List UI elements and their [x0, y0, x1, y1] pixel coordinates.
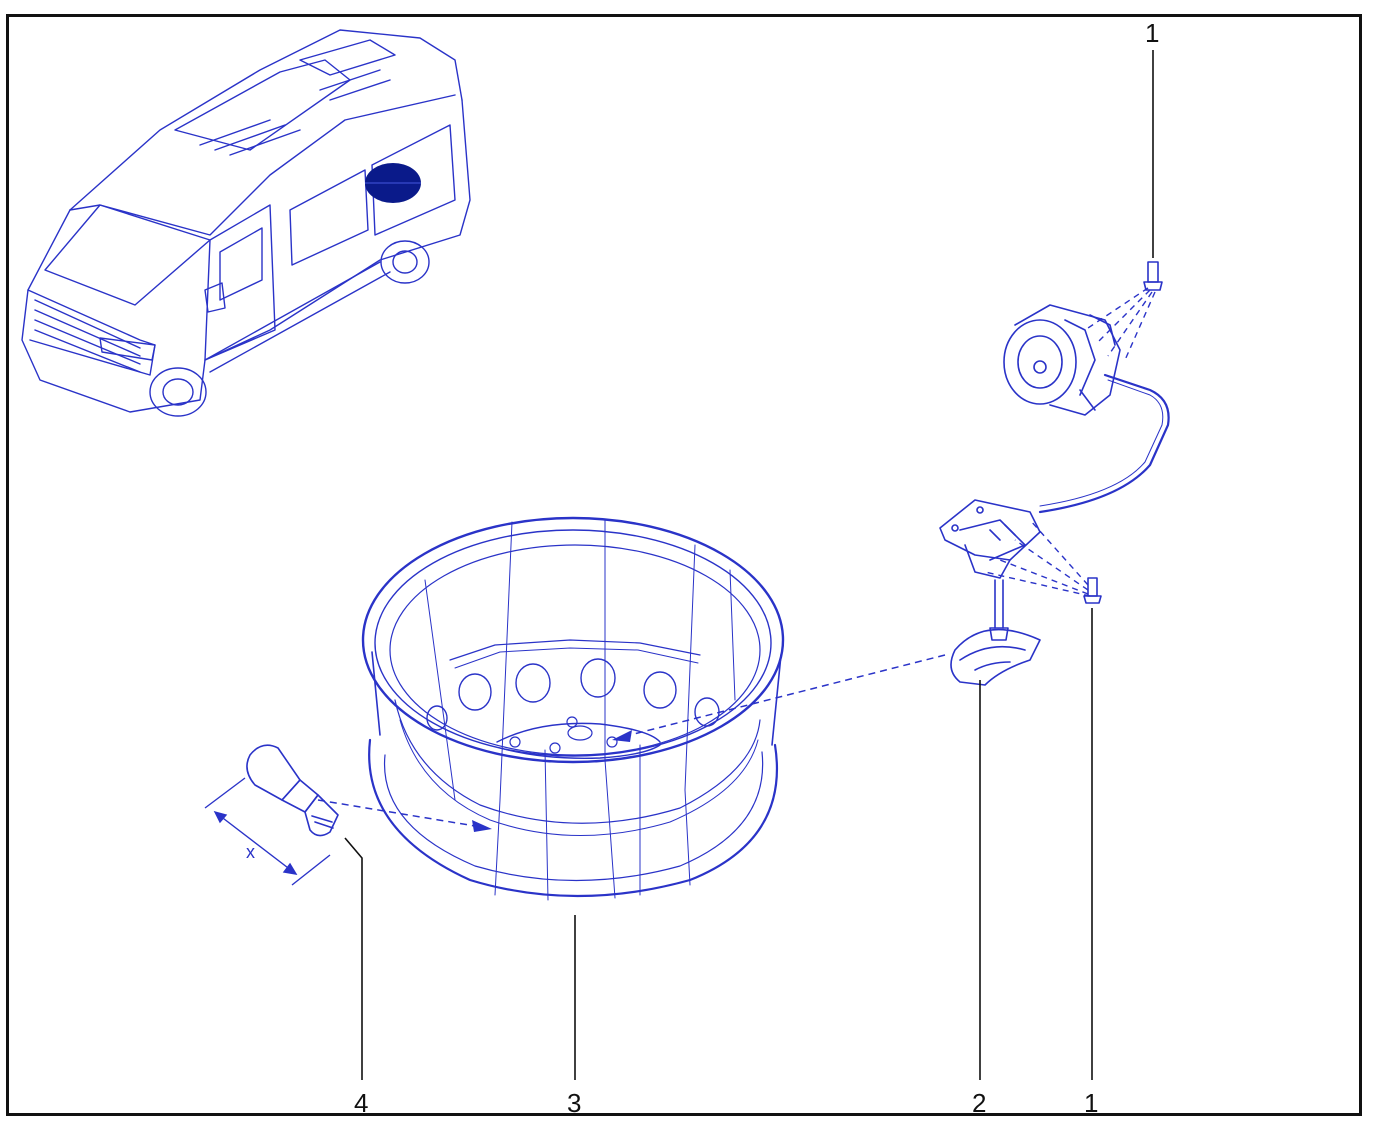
steel-wheel-rim — [361, 516, 785, 901]
cup-to-rim-leader — [629, 654, 946, 736]
dimension-label: x — [246, 842, 255, 862]
callout-2: 2 — [972, 1088, 986, 1118]
van-illustration — [21, 29, 471, 417]
callout-1-bottom: 1 — [1084, 1088, 1098, 1118]
tyre-valve — [246, 744, 339, 837]
callout-leaders — [344, 50, 1154, 1080]
bolt-bottom — [1083, 577, 1102, 604]
winch-mechanism — [1003, 304, 1121, 416]
wheel-retainer-cup — [950, 579, 1041, 686]
valve-to-rim-leader — [317, 799, 476, 827]
valve-length-dimension — [204, 777, 331, 886]
callout-3: 3 — [567, 1088, 581, 1118]
cradle-bracket — [939, 499, 1041, 579]
bolt-top — [1143, 261, 1163, 291]
winch-cable — [1038, 373, 1170, 514]
callout-4: 4 — [354, 1088, 368, 1118]
callout-1-top: 1 — [1145, 18, 1159, 48]
